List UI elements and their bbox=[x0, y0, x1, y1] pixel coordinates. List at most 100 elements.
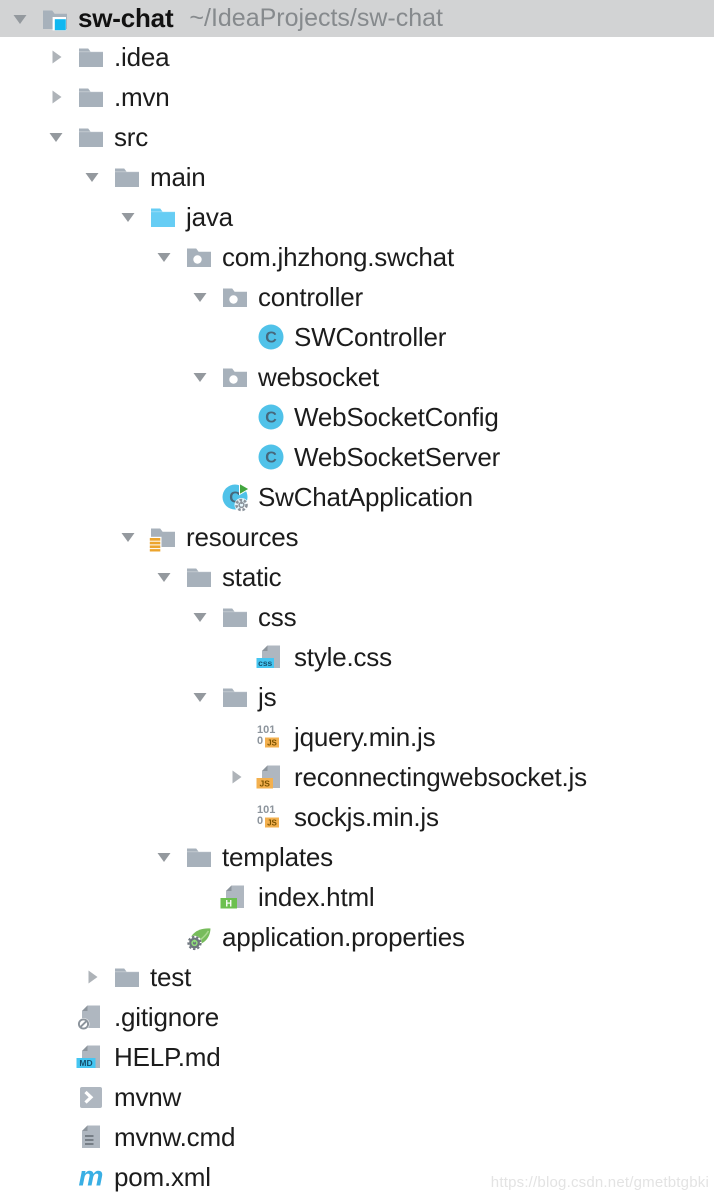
tree-row-static[interactable]: static bbox=[0, 557, 714, 597]
tree-item-label: SwChatApplication bbox=[258, 481, 473, 512]
tree-row-pom-xml[interactable]: m pom.xml bbox=[0, 1157, 714, 1197]
tree-row-mvnw-cmd[interactable]: mvnw.cmd bbox=[0, 1117, 714, 1157]
spring-properties-icon bbox=[184, 922, 214, 952]
svg-text:101: 101 bbox=[257, 804, 275, 816]
tree-item-label: mvnw bbox=[114, 1081, 182, 1112]
tree-row-sw-chat[interactable]: sw-chat~/IdeaProjects/sw-chat bbox=[0, 0, 714, 37]
folder-icon bbox=[184, 842, 214, 872]
svg-text:C: C bbox=[265, 330, 277, 347]
shell-file-icon bbox=[76, 1082, 106, 1112]
chevron-down-icon[interactable] bbox=[180, 286, 220, 308]
chevron-down-icon[interactable] bbox=[36, 126, 76, 148]
tree-row-application-properties[interactable]: application.properties bbox=[0, 917, 714, 957]
tree-item-label: index.html bbox=[258, 881, 375, 912]
tree-item-label: java bbox=[186, 201, 233, 232]
chevron-down-icon[interactable] bbox=[180, 366, 220, 388]
md-file-icon: MD bbox=[76, 1042, 106, 1072]
js-file-icon: JS bbox=[256, 762, 286, 792]
chevron-down-icon[interactable] bbox=[72, 166, 112, 188]
svg-text:0: 0 bbox=[257, 815, 263, 827]
chevron-down-icon[interactable] bbox=[180, 686, 220, 708]
chevron-down-icon[interactable] bbox=[108, 206, 148, 228]
main-class-icon: C bbox=[220, 482, 250, 512]
chevron-down-icon[interactable] bbox=[180, 606, 220, 628]
tree-item-label: pom.xml bbox=[114, 1161, 211, 1192]
svg-text:JS: JS bbox=[259, 778, 270, 788]
tree-row-style-css[interactable]: css style.css bbox=[0, 637, 714, 677]
package-icon bbox=[184, 242, 214, 272]
project-path: ~/IdeaProjects/sw-chat bbox=[189, 4, 443, 32]
svg-text:JS: JS bbox=[267, 739, 277, 748]
tree-item-label: WebSocketServer bbox=[294, 441, 501, 472]
svg-text:C: C bbox=[265, 410, 277, 427]
tree-item-label: websocket bbox=[258, 361, 380, 392]
folder-icon bbox=[220, 682, 250, 712]
folder-icon bbox=[112, 162, 142, 192]
folder-icon bbox=[76, 42, 106, 72]
class-icon: C bbox=[256, 402, 286, 432]
tree-row-test[interactable]: test bbox=[0, 957, 714, 997]
tree-row-css[interactable]: css bbox=[0, 597, 714, 637]
tree-row-help-md[interactable]: MD HELP.md bbox=[0, 1037, 714, 1077]
tree-item-label: src bbox=[114, 121, 149, 152]
tree-item-label: test bbox=[150, 961, 192, 992]
tree-item-label: style.css bbox=[294, 641, 392, 672]
svg-text:H: H bbox=[225, 899, 232, 909]
tree-item-label: css bbox=[258, 601, 297, 632]
package-icon bbox=[220, 362, 250, 392]
tree-item-label: .idea bbox=[114, 41, 170, 72]
folder-icon bbox=[184, 562, 214, 592]
tree-row-com-jhzhong-swchat[interactable]: com.jhzhong.swchat bbox=[0, 237, 714, 277]
text-file-icon bbox=[76, 1122, 106, 1152]
svg-text:C: C bbox=[265, 450, 277, 467]
tree-item-label: HELP.md bbox=[114, 1041, 221, 1072]
chevron-right-icon[interactable] bbox=[72, 966, 112, 988]
tree-row-idea[interactable]: .idea bbox=[0, 37, 714, 77]
tree-row-swchatapplication[interactable]: C SwChatApplication bbox=[0, 477, 714, 517]
tree-row-java[interactable]: java bbox=[0, 197, 714, 237]
maven-file-icon: m bbox=[76, 1161, 106, 1192]
html-file-icon: H bbox=[220, 882, 250, 912]
svg-text:m: m bbox=[79, 1161, 104, 1192]
tree-row-resources[interactable]: resources bbox=[0, 517, 714, 557]
tree-row-websocketconfig[interactable]: C WebSocketConfig bbox=[0, 397, 714, 437]
tree-row-js[interactable]: js bbox=[0, 677, 714, 717]
tree-row-templates[interactable]: templates bbox=[0, 837, 714, 877]
svg-text:MD: MD bbox=[79, 1058, 92, 1068]
chevron-right-icon[interactable] bbox=[216, 766, 256, 788]
svg-text:JS: JS bbox=[267, 819, 277, 828]
chevron-right-icon[interactable] bbox=[36, 86, 76, 108]
css-file-icon: css bbox=[256, 642, 286, 672]
tree-row-swcontroller[interactable]: C SWController bbox=[0, 317, 714, 357]
tree-item-label: WebSocketConfig bbox=[294, 401, 499, 432]
tree-row-websocket[interactable]: websocket bbox=[0, 357, 714, 397]
tree-item-label: application.properties bbox=[222, 921, 465, 952]
class-icon: C bbox=[256, 442, 286, 472]
tree-row-websocketserver[interactable]: C WebSocketServer bbox=[0, 437, 714, 477]
chevron-down-icon[interactable] bbox=[108, 526, 148, 548]
chevron-down-icon[interactable] bbox=[144, 246, 184, 268]
chevron-down-icon[interactable] bbox=[0, 8, 40, 30]
tree-item-label: .mvn bbox=[114, 81, 170, 112]
chevron-right-icon[interactable] bbox=[36, 46, 76, 68]
folder-icon bbox=[112, 962, 142, 992]
tree-row-mvn[interactable]: .mvn bbox=[0, 77, 714, 117]
tree-item-label: mvnw.cmd bbox=[114, 1121, 236, 1152]
tree-item-label: SWController bbox=[294, 321, 447, 352]
folder-icon bbox=[76, 82, 106, 112]
chevron-down-icon[interactable] bbox=[144, 566, 184, 588]
tree-item-label: controller bbox=[258, 281, 363, 312]
tree-row-gitignore[interactable]: .gitignore bbox=[0, 997, 714, 1037]
tree-row-src[interactable]: src bbox=[0, 117, 714, 157]
svg-text:101: 101 bbox=[257, 724, 275, 736]
tree-row-mvnw[interactable]: mvnw bbox=[0, 1077, 714, 1117]
tree-row-controller[interactable]: controller bbox=[0, 277, 714, 317]
tree-item-label: templates bbox=[222, 841, 333, 872]
tree-row-main[interactable]: main bbox=[0, 157, 714, 197]
chevron-down-icon[interactable] bbox=[144, 846, 184, 868]
project-folder-icon bbox=[40, 4, 70, 34]
